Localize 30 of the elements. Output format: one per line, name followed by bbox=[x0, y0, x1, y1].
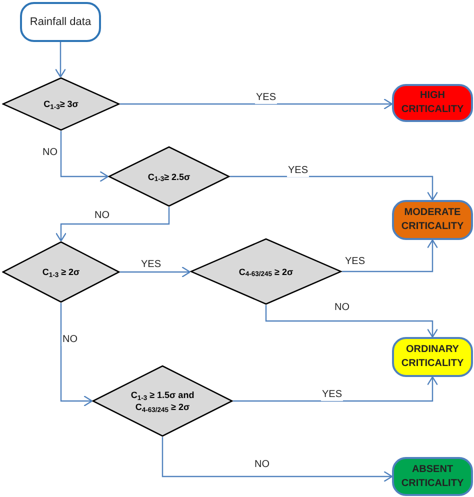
start-terminal bbox=[20, 2, 101, 42]
edge-label: YES bbox=[287, 165, 309, 177]
condition-text: C$_{1-3}$≥ 2.5σ bbox=[148, 170, 190, 182]
arrow bbox=[233, 376, 438, 402]
arrow bbox=[230, 176, 438, 201]
result-terminal bbox=[392, 337, 473, 377]
edge-label: YES bbox=[255, 92, 277, 104]
edge-label: YES bbox=[321, 389, 343, 401]
start-label: Rainfall data bbox=[30, 15, 92, 29]
result-label: HIGH CRITICALITY bbox=[400, 89, 465, 117]
result-terminal bbox=[392, 457, 473, 496]
result-terminal bbox=[392, 84, 473, 122]
result-label: ORDINARY CRITICALITY bbox=[400, 343, 465, 371]
arrow bbox=[265, 305, 438, 338]
arrow bbox=[60, 303, 93, 407]
result-label: ABSENT CRITICALITY bbox=[400, 462, 465, 490]
result-terminal bbox=[392, 200, 473, 240]
arrow bbox=[54, 42, 66, 78]
condition-text: C$_{1-3}$≥ 3σ bbox=[44, 98, 78, 110]
arrow bbox=[162, 437, 393, 482]
edge-label: NO bbox=[62, 334, 78, 346]
arrow bbox=[120, 266, 191, 278]
condition-text: C$_{1-3}$ ≥ 1.5σ and C$_{4-63/245}$ ≥ 2σ bbox=[130, 389, 196, 413]
condition-text: C$_{4-63/245}$ ≥ 2σ bbox=[238, 266, 294, 278]
arrow bbox=[342, 239, 438, 272]
result-label: MODERATE CRITICALITY bbox=[400, 206, 465, 234]
arrow bbox=[120, 98, 393, 110]
condition-text: C$_{1-3}$ ≥ 2σ bbox=[42, 266, 80, 278]
arrow bbox=[55, 207, 170, 242]
arrow bbox=[60, 131, 109, 182]
